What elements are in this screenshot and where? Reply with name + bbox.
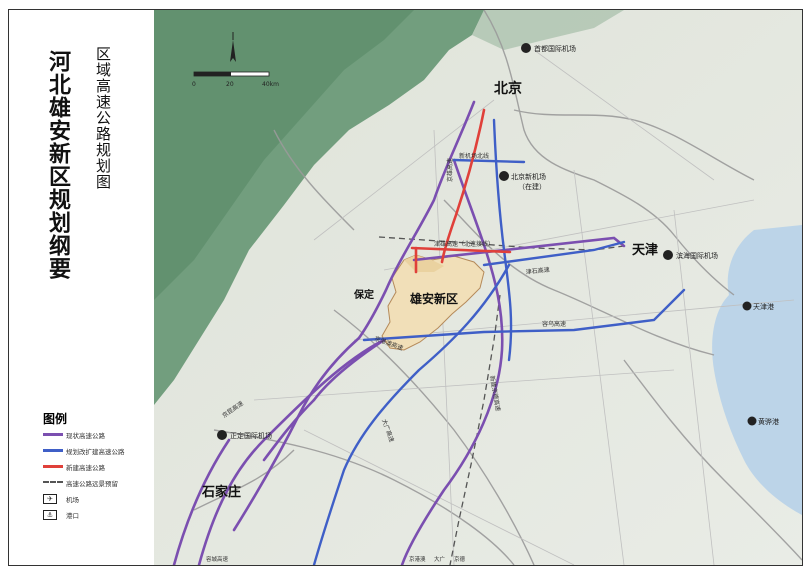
legend-item-airport: ✈ 机场 xyxy=(43,493,79,505)
road-label-jinshi: 津石高速 xyxy=(525,266,550,276)
existing-expressways xyxy=(172,100,626,565)
legend-label: 港口 xyxy=(66,512,79,520)
road-label-ext-s2: 京港澳 xyxy=(409,555,426,563)
yanshan-foothills xyxy=(472,10,624,50)
road-label-xinzhong: 新机场北线 xyxy=(459,152,489,160)
city-label-tianjin: 天津 xyxy=(632,242,658,258)
airport-daxing-note: （在建） xyxy=(518,182,546,191)
legend-item-existing: 现状高速公路 xyxy=(43,429,105,441)
airport-marker-daxing: 北京新机场 （在建） xyxy=(499,171,546,191)
legend-line-existing-swatch xyxy=(43,431,63,439)
legend-title: 图例 xyxy=(43,412,68,426)
airport-daxing-label: 北京新机场 xyxy=(511,172,546,181)
road-label-ext-s1: 容城高速 xyxy=(206,555,229,563)
airport-icon: ✈ xyxy=(43,494,57,504)
sidebar-panel: 河北雄安新区规划纲要 区域高速公路规划图 图例 现状高速公路 规划改扩建高速公路… xyxy=(9,10,154,565)
legend-line-upgrade-swatch xyxy=(43,447,63,455)
legend-label: 规划改扩建高速公路 xyxy=(66,448,125,456)
scale-tick-0: 0 xyxy=(192,81,196,88)
city-label-shijiazhuang: 石家庄 xyxy=(201,484,241,500)
compass-icon xyxy=(230,32,236,62)
minor-roads xyxy=(253,49,795,565)
mountain-ridge xyxy=(154,10,414,300)
city-label-beijing: 北京 xyxy=(494,80,522,97)
legend-item-reserve: 高速公路远景预留 xyxy=(43,477,118,489)
legend-line-new-swatch xyxy=(43,463,63,471)
bohai-sea xyxy=(712,225,802,515)
anchor-icon: ⚓ xyxy=(43,510,57,520)
airport-capital-label: 首都国际机场 xyxy=(534,44,576,53)
road-label-jinxiong: 津雄高速（北连接线） xyxy=(434,240,494,248)
airport-zhengding-label: 正定国际机场 xyxy=(230,431,272,440)
port-tianjin-label: 天津港 xyxy=(753,302,774,311)
admin-borders xyxy=(193,10,802,565)
airport-marker-zhengding: 正定国际机场 xyxy=(217,430,272,440)
map-figure: 河北雄安新区规划纲要 区域高速公路规划图 图例 现状高速公路 规划改扩建高速公路… xyxy=(8,9,803,566)
airport-marker-binhai: 滨海国际机场 xyxy=(663,250,718,260)
scale-tick-40: 40km xyxy=(262,81,279,88)
city-label-baoding: 保定 xyxy=(353,288,374,301)
map-title: 河北雄安新区规划纲要 xyxy=(45,50,70,280)
road-label-ext-s3: 大广 xyxy=(434,555,446,563)
scale-bar: 0 20 40km xyxy=(192,71,279,88)
legend-item-upgrade: 规划改扩建高速公路 xyxy=(43,445,125,457)
port-marker-huanghua: 黄骅港 xyxy=(747,416,779,426)
legend-label: 现状高速公路 xyxy=(66,432,105,440)
city-label-xiongan: 雄安新区 xyxy=(409,291,458,306)
road-label-rongwu: 容乌高速 xyxy=(542,320,566,328)
road-label-jingxiong: 京雄高速 xyxy=(446,158,454,182)
airport-marker-capital: 首都国际机场 xyxy=(521,43,576,53)
new-expressways xyxy=(410,108,512,274)
map-subtitle: 区域高速公路规划图 xyxy=(94,46,112,190)
upgrade-expressways xyxy=(312,118,686,565)
port-marker-tianjin: 天津港 xyxy=(742,301,774,311)
port-huanghua-label: 黄骅港 xyxy=(758,417,779,426)
legend-label: 新建高速公路 xyxy=(66,464,105,472)
legend-label: 机场 xyxy=(66,496,79,504)
scale-tick-20: 20 xyxy=(226,81,234,88)
legend-item-new: 新建高速公路 xyxy=(43,461,105,473)
airport-binhai-label: 滨海国际机场 xyxy=(676,251,718,260)
legend-line-reserve-swatch xyxy=(43,479,63,487)
legend-item-port: ⚓ 港口 xyxy=(43,509,79,521)
road-label-ext-s4: 京德 xyxy=(454,555,466,563)
map-canvas: 0 20 40km 首都国际机场 北京新机场 （在建） 滨海国际机场 正定国际机… xyxy=(154,10,802,565)
legend-label: 高速公路远景预留 xyxy=(66,480,118,488)
